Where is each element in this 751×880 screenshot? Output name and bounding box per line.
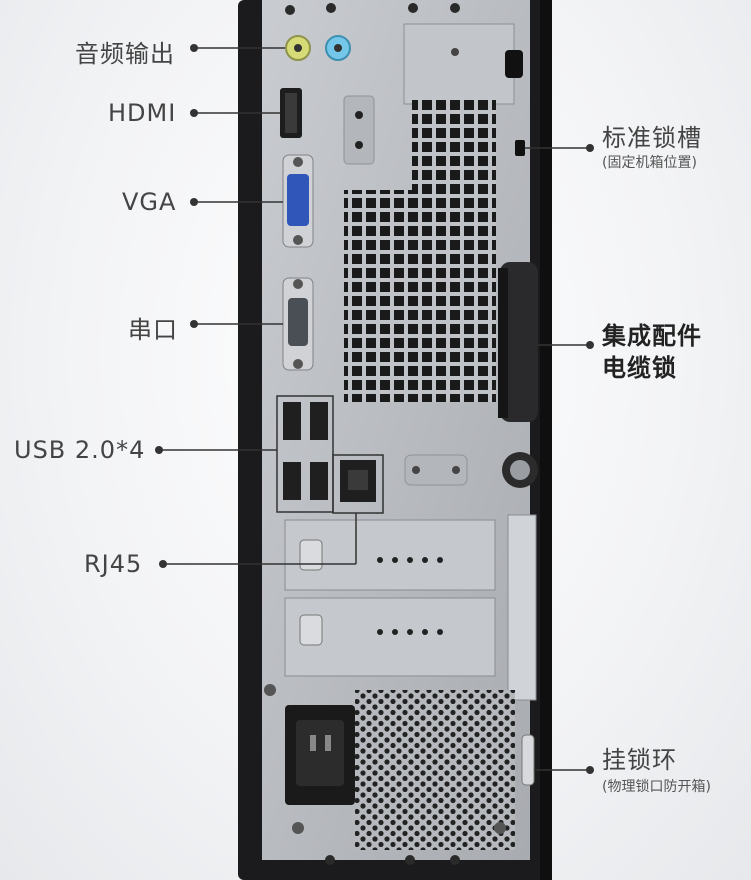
padlock-loop (521, 734, 535, 786)
serial-port (282, 277, 314, 371)
callout-dot-audio (190, 44, 198, 52)
label-rj45: RJ45 (84, 550, 143, 578)
label-cable-lock-line2: 电缆锁 (602, 354, 677, 382)
hdmi-port (280, 88, 302, 138)
label-padlock-sub: (物理锁口防开箱) (602, 779, 711, 795)
label-audio: 音频输出 (75, 40, 175, 68)
callout-dot-rj45 (159, 560, 167, 568)
callout-dot-serial (190, 320, 198, 328)
lock-slot (515, 140, 525, 156)
callout-dot-lock-slot (586, 144, 594, 152)
callout-dot-padlock (586, 766, 594, 774)
callout-dot-usb (155, 446, 163, 454)
rj45-port (332, 454, 384, 514)
label-padlock: 挂锁环 (602, 746, 677, 774)
vent-grill (412, 100, 496, 190)
callout-dot-hdmi (190, 109, 198, 117)
power-socket (285, 705, 355, 805)
vga-port (282, 154, 314, 248)
usb-ports (276, 395, 334, 513)
audio-jacks (285, 35, 351, 61)
cable-lock (498, 262, 538, 422)
label-lock-slot-sub: (固定机箱位置) (602, 155, 697, 171)
expansion-slots (284, 514, 537, 701)
bottom-vent (355, 690, 515, 850)
callout-dot-vga (190, 198, 198, 206)
label-usb: USB 2.0*4 (14, 436, 146, 464)
callout-dot-cable-lock (586, 341, 594, 349)
label-serial: 串口 (128, 316, 178, 344)
label-hdmi: HDMI (108, 99, 177, 127)
label-lock-slot: 标准锁槽 (602, 124, 702, 152)
label-vga: VGA (122, 188, 177, 216)
label-cable-lock-line1: 集成配件 (602, 322, 702, 350)
